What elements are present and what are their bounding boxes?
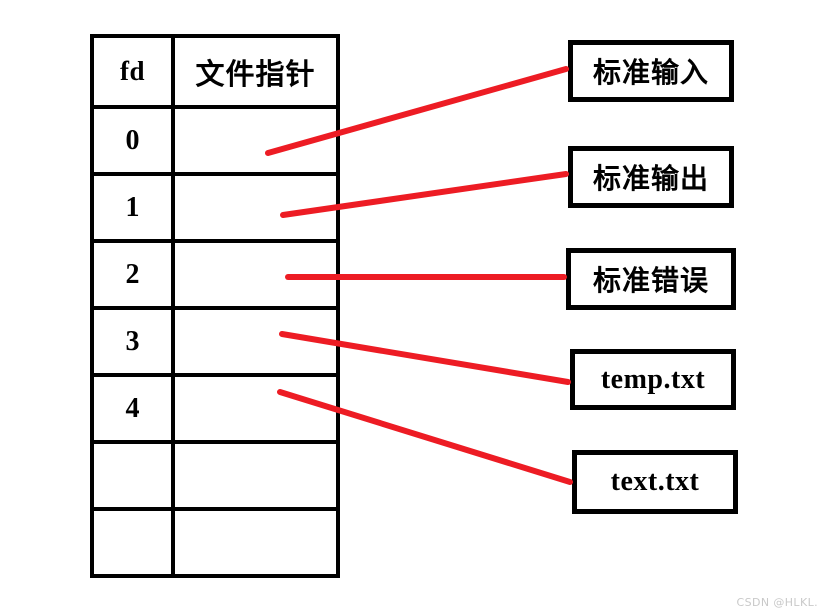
pointer-cell-3 xyxy=(171,306,340,377)
target-label-stdin: 标准输入 xyxy=(592,56,709,89)
fd-cell-5 xyxy=(90,440,175,511)
fd-cell-2: 2 xyxy=(90,239,175,310)
pointer-cell-4 xyxy=(171,373,340,444)
table-row: 2 xyxy=(90,239,340,310)
fd-cell-0: 0 xyxy=(90,105,175,176)
table-row: 1 xyxy=(90,172,340,243)
target-label-stderr: 标准错误 xyxy=(592,264,709,297)
fd-cell-3: 3 xyxy=(90,306,175,377)
target-box-text-txt: text.txt xyxy=(572,450,738,514)
pointer-cell-5 xyxy=(171,440,340,511)
watermark: CSDN @HLKL. xyxy=(736,596,818,609)
target-box-temp-txt: temp.txt xyxy=(570,349,736,410)
pointer-cell-6 xyxy=(171,507,340,578)
fd-cell-1: 1 xyxy=(90,172,175,243)
header-cell-file-pointer: 文件指针 xyxy=(171,34,340,109)
fd-table: fd 文件指针 0 1 2 3 4 xyxy=(90,34,340,578)
target-box-stderr: 标准错误 xyxy=(566,248,736,310)
header-cell-fd: fd xyxy=(90,34,175,109)
target-label-temp-txt: temp.txt xyxy=(600,363,706,395)
table-row: 0 xyxy=(90,105,340,176)
pointer-cell-0 xyxy=(171,105,340,176)
pointer-cell-2 xyxy=(171,239,340,310)
table-header-row: fd 文件指针 xyxy=(90,34,340,109)
target-box-stdin: 标准输入 xyxy=(568,40,734,102)
target-label-text-txt: text.txt xyxy=(610,466,700,497)
table-row: 4 xyxy=(90,373,340,444)
table-row xyxy=(90,507,340,578)
fd-cell-6 xyxy=(90,507,175,578)
target-box-stdout: 标准输出 xyxy=(568,146,734,208)
table-row: 3 xyxy=(90,306,340,377)
fd-table-body: fd 文件指针 0 1 2 3 4 xyxy=(90,34,340,578)
fd-cell-4: 4 xyxy=(90,373,175,444)
target-label-stdout: 标准输出 xyxy=(592,162,709,195)
pointer-cell-1 xyxy=(171,172,340,243)
table-row xyxy=(90,440,340,511)
